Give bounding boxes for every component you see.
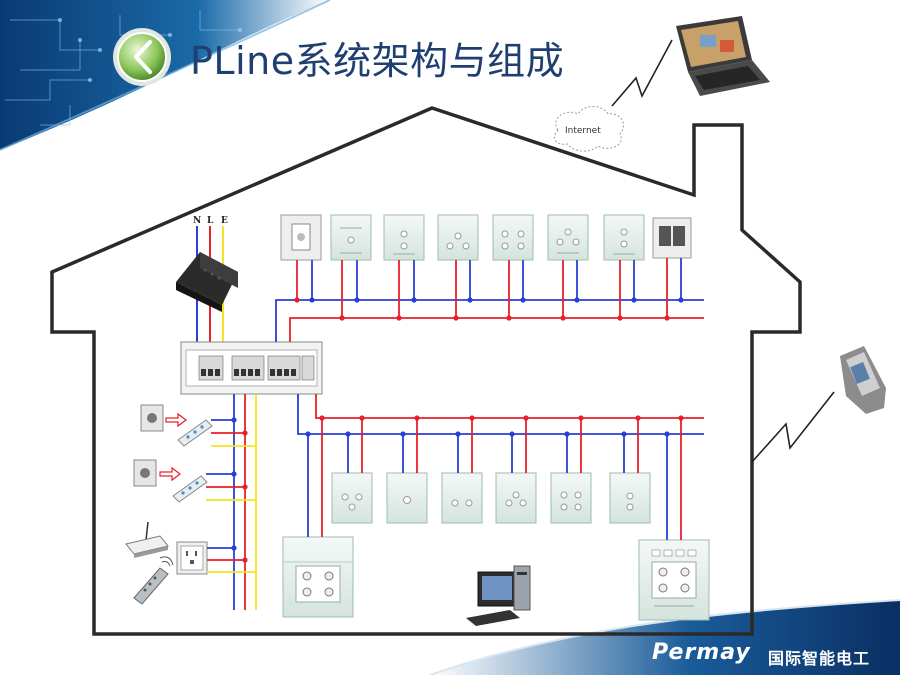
power-strip-icon: [172, 475, 208, 503]
lower-bus-wiring: [297, 394, 704, 435]
switch-panel: [383, 214, 425, 261]
large-switch-panel: [638, 539, 710, 621]
footer-banner: [429, 599, 900, 676]
upper-bus-wiring: [275, 299, 704, 342]
top-switch-panels: [280, 214, 692, 318]
cloud-icon: Internet: [553, 106, 624, 152]
desktop-computer-icon: [466, 565, 531, 626]
link-house-phone: [751, 391, 835, 463]
switch-panel: [547, 214, 589, 261]
wall-socket-icon: [176, 541, 208, 575]
brand-tagline: 国际智能电工: [768, 649, 871, 668]
switch-panel: [603, 214, 645, 261]
wall-socket-icon: [140, 404, 164, 432]
brand-name: Permay: [652, 640, 751, 665]
laptop-icon: [676, 16, 770, 96]
power-strip-icon: [177, 419, 213, 447]
wifi-router-icon: [125, 521, 169, 558]
socket-devices: [125, 404, 256, 605]
remote-control-icon: [133, 556, 174, 605]
switch-panel: [441, 472, 483, 524]
upper-bus-junctions: [294, 297, 684, 321]
switch-panel: [495, 472, 537, 524]
gateway-module-icon: [176, 252, 238, 312]
back-arrow-icon[interactable]: [113, 28, 171, 86]
house-outline: [50, 106, 802, 636]
breaker-panel-icon: [180, 341, 323, 395]
switch-panel: [437, 214, 479, 261]
lower-switch-panels: [282, 418, 710, 621]
switch-panel: [386, 472, 428, 524]
lower-bus-junctions: [305, 415, 684, 437]
mobile-phone-icon: [840, 346, 886, 414]
link-laptop-internet: [611, 39, 673, 107]
wall-socket-icon: [133, 459, 157, 487]
switch-panel: [331, 472, 373, 524]
switch-panel: [550, 472, 592, 524]
label-n: N: [193, 216, 201, 226]
switch-panel: [609, 472, 651, 524]
page-title: PLine系统架构与组成: [190, 39, 565, 83]
internet-label: Internet: [565, 126, 601, 136]
large-switch-panel: [282, 536, 354, 618]
switch-panel: [330, 214, 372, 261]
label-e: E: [221, 216, 228, 226]
label-l: L: [207, 216, 214, 226]
socket-bus-wiring: [233, 394, 257, 610]
switch-panel: [492, 214, 534, 261]
header-circuit-decoration: [0, 0, 331, 151]
